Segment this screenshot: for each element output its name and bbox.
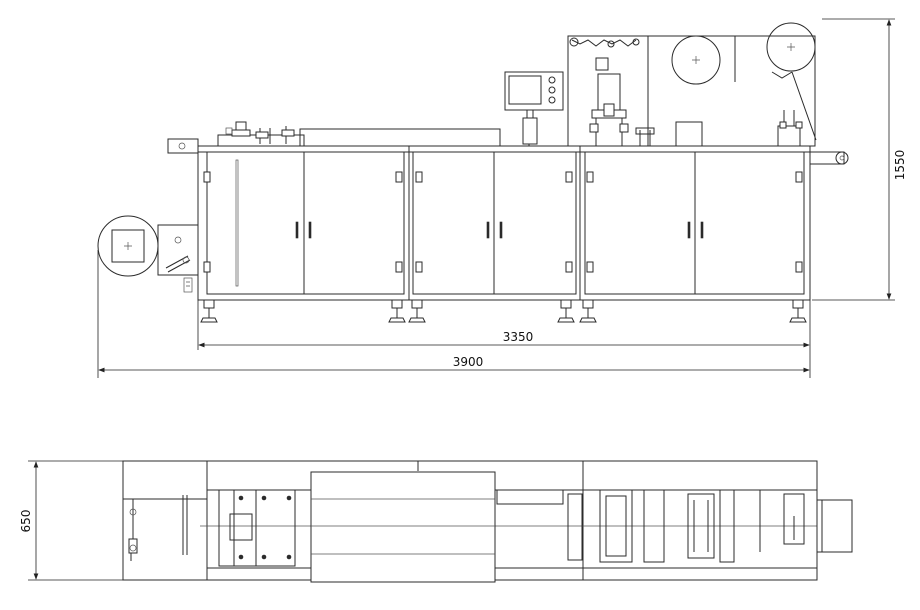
forming-plate bbox=[218, 489, 296, 567]
film-roll-left bbox=[97, 215, 159, 277]
dimension-lines-front: 1550 3350 3900 bbox=[97, 18, 907, 378]
cutting-station bbox=[687, 493, 715, 559]
sealing-station bbox=[567, 22, 817, 147]
plan-view bbox=[122, 460, 853, 583]
film-roll-right bbox=[766, 22, 816, 72]
cabinet-section-2 bbox=[412, 151, 577, 295]
forming-station bbox=[217, 121, 501, 147]
touch-screen bbox=[508, 75, 542, 105]
dim-overall-length-label: 3900 bbox=[453, 355, 484, 369]
plan-outfeed bbox=[816, 499, 853, 553]
dimension-lines-plan: 650 bbox=[19, 460, 123, 581]
leveling-feet bbox=[200, 300, 807, 323]
dim-frame-length-label: 3350 bbox=[503, 330, 534, 344]
cabinet-frame bbox=[197, 145, 811, 301]
outfeed-conveyor bbox=[809, 151, 849, 165]
front-elevation bbox=[97, 22, 849, 323]
cabinet-section-1 bbox=[203, 151, 405, 295]
left-unwind-station bbox=[97, 138, 199, 293]
dim-height-label: 1550 bbox=[893, 150, 907, 181]
plan-heating-table bbox=[310, 471, 496, 583]
sealing-plate bbox=[599, 489, 633, 563]
dim-width-label: 650 bbox=[19, 510, 33, 533]
cabinet-section-3 bbox=[584, 151, 805, 295]
control-panel bbox=[504, 71, 564, 146]
film-roll-sealing bbox=[671, 35, 721, 85]
